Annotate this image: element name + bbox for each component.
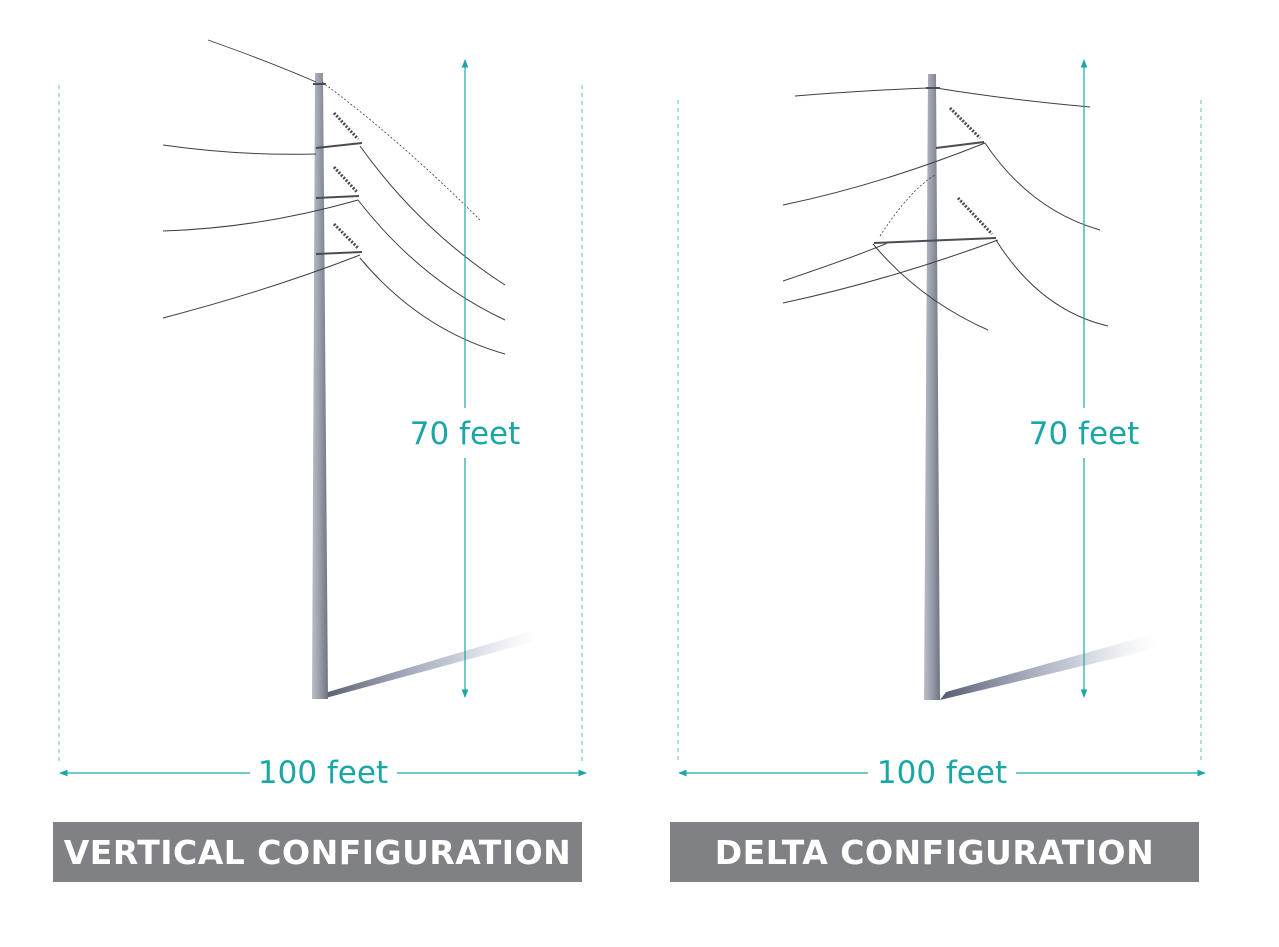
delta-configuration-label: DELTA CONFIGURATION bbox=[714, 832, 1155, 872]
conductor-wires bbox=[782, 87, 1109, 331]
height-label: 70 feet bbox=[410, 416, 521, 452]
insulator-assemblies bbox=[313, 83, 363, 255]
width-label: 100 feet bbox=[877, 755, 1007, 791]
insulator-assemblies bbox=[873, 87, 997, 244]
utility-pole bbox=[312, 73, 328, 699]
delta-configuration-panel: 70 feet 100 feet bbox=[677, 59, 1206, 791]
conductor-wires bbox=[162, 39, 506, 355]
pole-shadow bbox=[940, 635, 1158, 700]
utility-pole bbox=[924, 74, 940, 700]
height-label: 70 feet bbox=[1029, 416, 1140, 452]
delta-config-label-bg bbox=[670, 822, 1199, 882]
pole-shadow bbox=[322, 630, 540, 699]
vertical-configuration-label: VERTICAL CONFIGURATION bbox=[63, 832, 572, 872]
vertical-configuration-panel: 70 feet 100 feet bbox=[58, 39, 587, 791]
width-label: 100 feet bbox=[258, 755, 388, 791]
vertical-config-label-bg bbox=[53, 822, 582, 882]
